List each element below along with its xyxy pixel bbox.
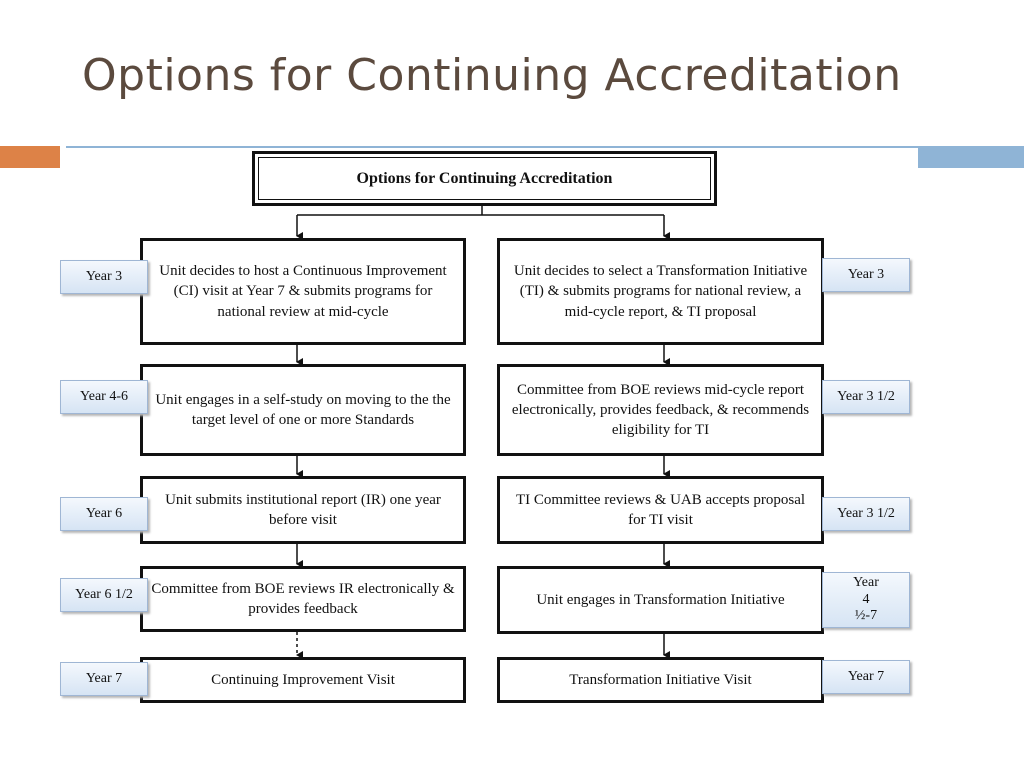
right-year-tab-5: Year 7 <box>822 660 910 694</box>
right-year-tab-4: Year 4 ½-7 <box>822 572 910 628</box>
right-year-tab-2: Year 3 1/2 <box>822 380 910 414</box>
left-step-5: Continuing Improvement Visit <box>140 657 466 703</box>
right-year-tab-3: Year 3 1/2 <box>822 497 910 531</box>
left-year-tab-3: Year 6 <box>60 497 148 531</box>
diagram-header-box: Options for Continuing Accreditation <box>252 151 717 206</box>
diagram-header-text: Options for Continuing Accreditation <box>258 157 711 200</box>
left-year-tab-2: Year 4-6 <box>60 380 148 414</box>
right-step-5: Transformation Initiative Visit <box>497 657 824 703</box>
left-year-tab-5: Year 7 <box>60 662 148 696</box>
frame-top-line <box>66 146 918 148</box>
right-step-3: TI Committee reviews & UAB accepts propo… <box>497 476 824 544</box>
accent-bar-orange <box>0 146 60 168</box>
right-step-1: Unit decides to select a Transformation … <box>497 238 824 345</box>
left-step-1: Unit decides to host a Continuous Improv… <box>140 238 466 345</box>
right-year-tab-1: Year 3 <box>822 258 910 292</box>
accent-bar-blue <box>918 146 1024 168</box>
right-year-tab-4-label: Year 4 ½-7 <box>853 574 879 624</box>
right-step-2: Committee from BOE reviews mid-cycle rep… <box>497 364 824 456</box>
right-step-4: Unit engages in Transformation Initiativ… <box>497 566 824 634</box>
left-step-4: Committee from BOE reviews IR electronic… <box>140 566 466 632</box>
slide-title: Options for Continuing Accreditation <box>82 50 902 101</box>
left-year-tab-1: Year 3 <box>60 260 148 294</box>
left-year-tab-4: Year 6 1/2 <box>60 578 148 612</box>
left-step-3: Unit submits institutional report (IR) o… <box>140 476 466 544</box>
left-step-2: Unit engages in a self-study on moving t… <box>140 364 466 456</box>
